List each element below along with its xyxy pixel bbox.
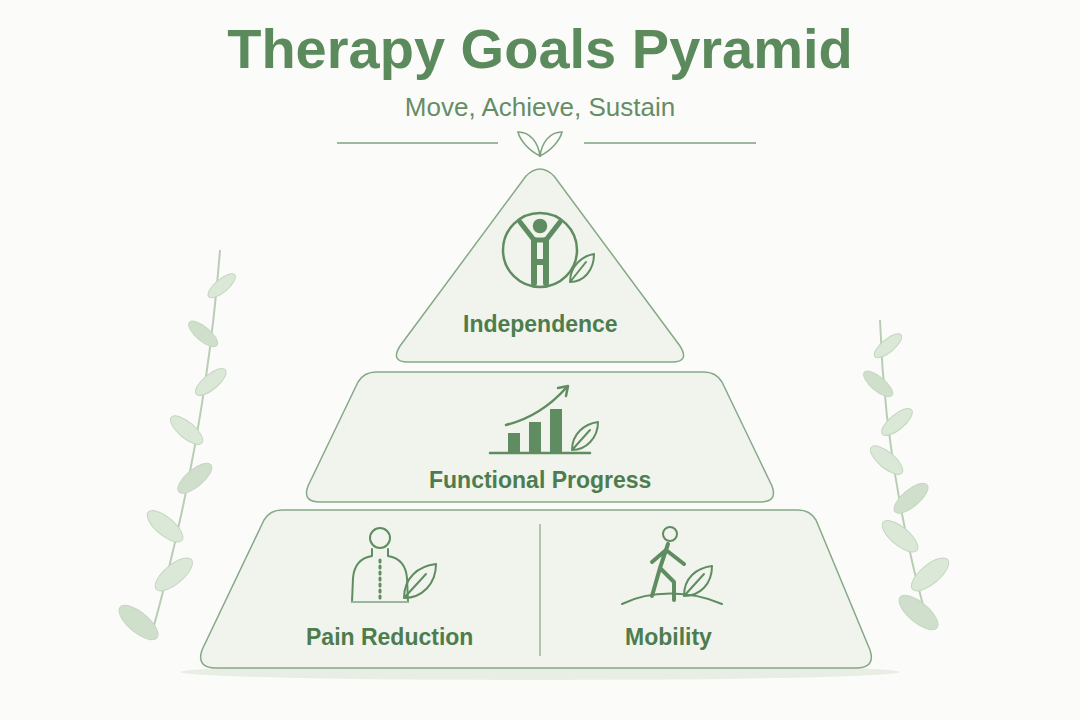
diagram-title: Therapy Goals Pyramid (0, 16, 1080, 81)
tier-text: Mobility (625, 624, 712, 651)
tier-text: Pain Reduction (306, 624, 473, 651)
subtitle: Move, Achieve, Sustain (0, 92, 1080, 123)
tier-label: Functional Progress (423, 465, 657, 496)
tier-label: Pain Reduction (300, 622, 479, 653)
header-rule (337, 132, 756, 156)
tier-text: Functional Progress (429, 467, 651, 494)
tier-label: Mobility (619, 622, 718, 653)
tier-label: Independence (457, 309, 624, 340)
tier-icons (352, 213, 722, 604)
tier-text: Independence (463, 311, 618, 338)
pyramid-tiers (180, 169, 900, 680)
